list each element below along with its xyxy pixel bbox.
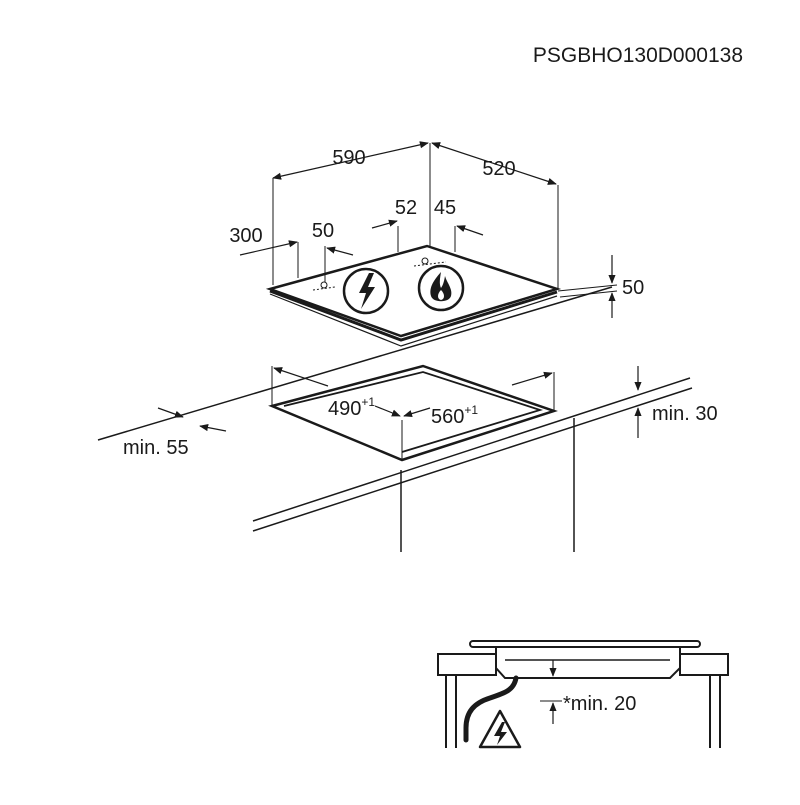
- extension-line: [557, 284, 618, 292]
- dim-line-center-right: [456, 225, 484, 236]
- dim-rear-clearance: min. 30: [652, 403, 718, 425]
- dim-line-front-clearance: [199, 423, 227, 432]
- dim-line-left-gap: [326, 246, 354, 256]
- dim-line-cutout-depth: [273, 367, 329, 387]
- dim-detail-clearance: *min. 20: [563, 693, 636, 715]
- cutout-inner-edge: [283, 371, 543, 453]
- dim-left-gap: 50: [312, 220, 334, 242]
- dim-hob-depth: 520: [482, 158, 515, 180]
- detail-hob-body: [495, 647, 681, 679]
- dim-line-cutout-width: [403, 407, 431, 418]
- dim-hob-width: 590: [332, 147, 365, 169]
- hob-plate-bottom: [269, 293, 558, 347]
- electric-zone-icon: [342, 267, 390, 315]
- dim-left-offset: 300: [229, 225, 262, 247]
- burner-marker: [413, 261, 447, 267]
- hob-top-plate: [265, 244, 562, 338]
- worktop-front-edge-top: [252, 377, 691, 522]
- burner-marker: [421, 257, 429, 265]
- dim-center-left: 52: [395, 197, 417, 219]
- hob-plate-edge: [269, 289, 558, 342]
- detail-hob-glass: [469, 640, 701, 648]
- hob-drawing: 590 520 52 45 300 50 50: [229, 141, 644, 347]
- dim-line-cutout-width: [511, 371, 553, 386]
- dim-cutout-depth: 490+1: [328, 395, 375, 420]
- burner-marker: [320, 281, 328, 289]
- detail-cable: [463, 675, 519, 743]
- dim-cutout-width: 560+1: [431, 403, 478, 428]
- dim-front-clearance: min. 55: [123, 437, 189, 459]
- dim-hob-height: 50: [622, 277, 644, 299]
- electric-warning-icon: [478, 709, 522, 749]
- detail-worktop-right: [679, 653, 729, 676]
- gas-flame-icon: [417, 264, 465, 312]
- dim-line-front-clearance: [157, 407, 184, 418]
- dim-line-depth: [431, 142, 557, 185]
- worktop-front-edge-bottom: [252, 387, 693, 532]
- document-code: PSGBHO130D000138: [533, 44, 743, 67]
- dim-center-right: 45: [434, 197, 456, 219]
- dim-line-cutout-depth: [374, 405, 401, 417]
- worktop-drawing: 490+1 560+1 min. 55 min. 30: [97, 286, 718, 552]
- detail-drawing: *min. 20: [437, 640, 729, 749]
- dim-line-width: [272, 141, 429, 180]
- detail-worktop-left: [437, 653, 497, 676]
- dim-line-left-offset: [239, 240, 298, 256]
- dim-line-center-left: [371, 219, 398, 229]
